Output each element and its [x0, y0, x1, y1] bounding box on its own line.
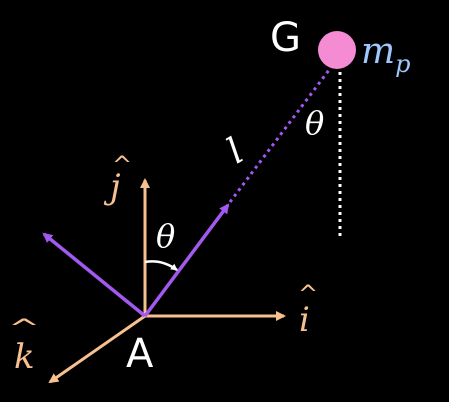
theta-bottom-label: θ [156, 217, 175, 255]
unit-k-hat: ^ [8, 314, 40, 342]
unit-j-label: j [103, 167, 121, 207]
unit-j-hat: ^ [112, 151, 132, 179]
mass-circle [318, 31, 356, 69]
unit-i-label: i [299, 300, 310, 340]
unit-i-hat: ^ [298, 280, 318, 308]
point-a-label: A [126, 331, 154, 377]
axis-k-arrow [48, 314, 146, 384]
point-g-label: G [270, 15, 301, 61]
theta-top-label: θ [305, 104, 324, 142]
mass-subscript: p [395, 50, 410, 78]
theta-arc [144, 260, 178, 272]
mass-label: mp [361, 31, 411, 78]
unit-k-label: k [14, 337, 35, 377]
perpendicular-arrow [42, 232, 147, 318]
rod-dotted-line [228, 65, 334, 203]
rod-arrow [143, 203, 230, 318]
length-label: l [220, 131, 250, 172]
